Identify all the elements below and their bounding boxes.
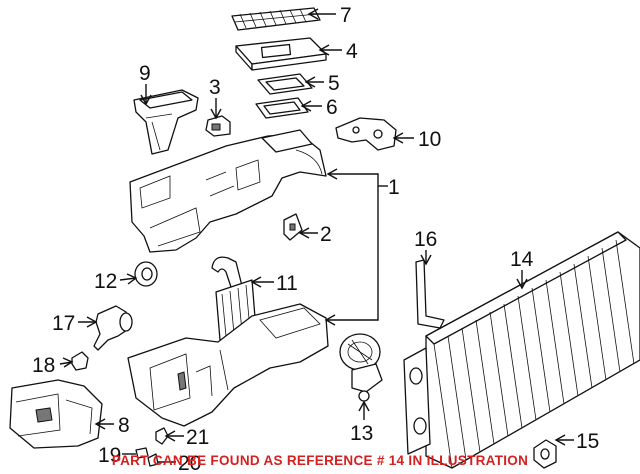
- part-12-ring: [134, 261, 158, 287]
- callout-13: 13: [350, 422, 373, 445]
- part-14-heater-core: [403, 231, 640, 469]
- part-19-screw: [135, 447, 149, 459]
- callout-16: 16: [414, 228, 437, 251]
- callout-4: 4: [346, 40, 358, 63]
- part-18-block: [71, 351, 89, 371]
- callout-3: 3: [209, 76, 221, 99]
- part-15-clip: [533, 439, 557, 469]
- part-5-gasket: [257, 73, 313, 95]
- callout-2: 2: [320, 223, 332, 246]
- leader-lines: [59, 8, 574, 463]
- part-7-filter-grille: [231, 7, 321, 31]
- callout-20: 20: [178, 452, 201, 474]
- part-16-l-bracket: [415, 259, 445, 329]
- callout-21: 21: [186, 426, 209, 449]
- callout-9: 9: [139, 62, 151, 85]
- callout-6: 6: [326, 96, 338, 119]
- part-2-clip: [283, 213, 303, 241]
- callout-10: 10: [418, 128, 441, 151]
- callout-1: 1: [388, 176, 400, 199]
- callout-11: 11: [276, 272, 298, 295]
- part-21-fastener: [155, 427, 169, 445]
- callout-19: 19: [98, 444, 121, 467]
- part-3-actuator: [205, 115, 231, 137]
- callout-14: 14: [510, 248, 534, 271]
- part-20-clip: [147, 453, 159, 467]
- part-8-control-module: [9, 379, 103, 449]
- callout-18: 18: [32, 354, 55, 377]
- part-4-filter-housing: [235, 37, 327, 71]
- callout-7: 7: [340, 4, 352, 27]
- part-6-seal: [255, 97, 309, 119]
- callout-labels: 7 4 9 3 5 6 10 1 2 16 14 12 11 17 18 8 1…: [32, 4, 599, 474]
- callout-17: 17: [52, 312, 75, 335]
- part-9-air-duct: [133, 89, 199, 155]
- part-1-housing-upper: [129, 129, 327, 253]
- callout-5: 5: [328, 72, 340, 95]
- part-10-bracket: [335, 117, 397, 151]
- part-13-blower-motor: [339, 333, 383, 402]
- callout-15: 15: [576, 430, 599, 453]
- part-1-housing-lower: [127, 303, 329, 427]
- part-17-connector: [93, 305, 133, 351]
- callout-8: 8: [118, 414, 130, 437]
- reference-note: PART CAN BE FOUND AS REFERENCE # 14 IN I…: [111, 453, 529, 468]
- callout-12: 12: [94, 270, 117, 293]
